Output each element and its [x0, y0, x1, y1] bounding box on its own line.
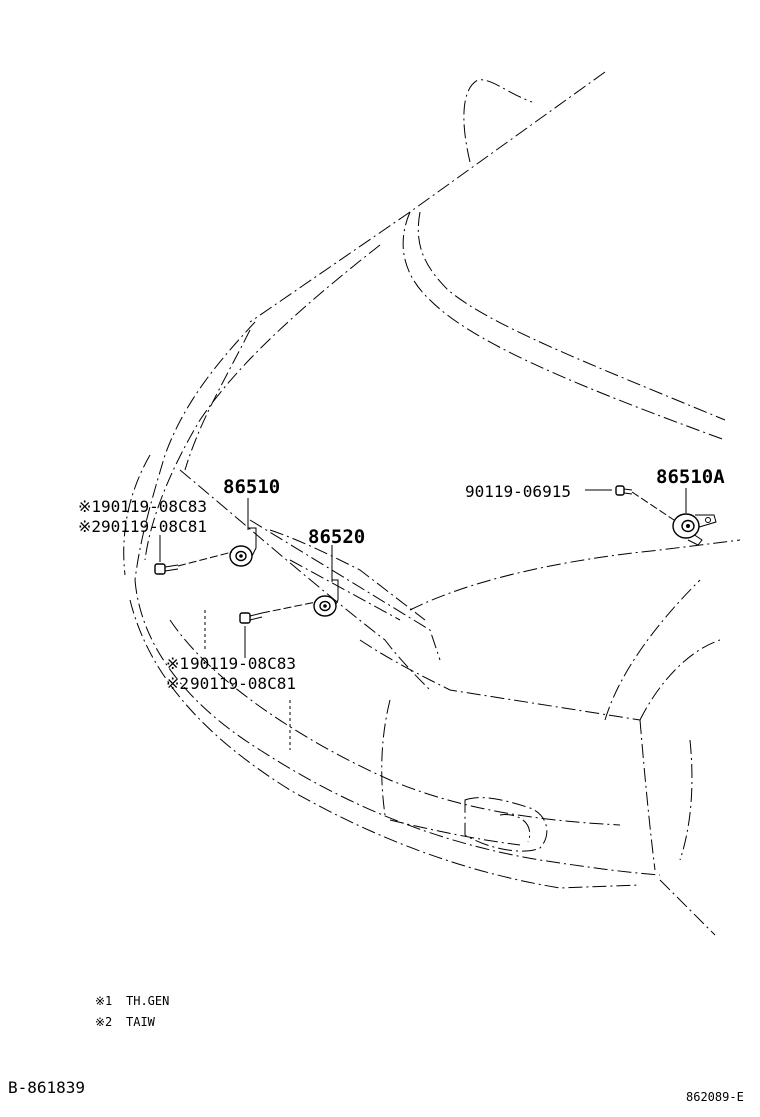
footer-left-code: B-861839 [8, 1078, 85, 1097]
bolt-right-icon [615, 485, 633, 496]
bolt-lower-icon [239, 612, 263, 624]
label-86510: 86510 [223, 476, 280, 498]
mark-lower-1: ※1 [166, 654, 189, 673]
mark-lower-2: ※2 [166, 674, 189, 693]
legend-text-2: TAIW [126, 1015, 156, 1029]
label-86510a: 86510A [656, 466, 725, 488]
label-bolt-lower-1: 90119-08C83 [190, 654, 296, 673]
leader-lines [159, 488, 687, 658]
mark-upper-1: ※1 [78, 497, 101, 516]
footer-right-code: 862089-E [686, 1090, 744, 1104]
vehicle-outline [123, 71, 741, 936]
label-bolt-right: 90119-06915 [465, 482, 571, 501]
label-86520: 86520 [308, 526, 365, 548]
mark-upper-2: ※2 [78, 517, 101, 536]
bolt-upper-icon [154, 563, 179, 575]
horn-86510a-icon [672, 513, 717, 546]
legend-mark-2: ※2 [95, 1015, 112, 1029]
label-bolt-lower-2: 90119-08C81 [190, 674, 296, 693]
legend: ※1 TH.GEN ※2 TAIW [95, 994, 169, 1029]
horn-86520-icon [313, 579, 339, 617]
horn-86510-icon [229, 527, 257, 567]
legend-mark-1: ※1 [95, 994, 112, 1008]
label-bolt-upper-2: 90119-08C81 [101, 517, 207, 536]
legend-text-1: TH.GEN [126, 994, 169, 1008]
label-bolt-upper-1: 90119-08C83 [101, 497, 207, 516]
